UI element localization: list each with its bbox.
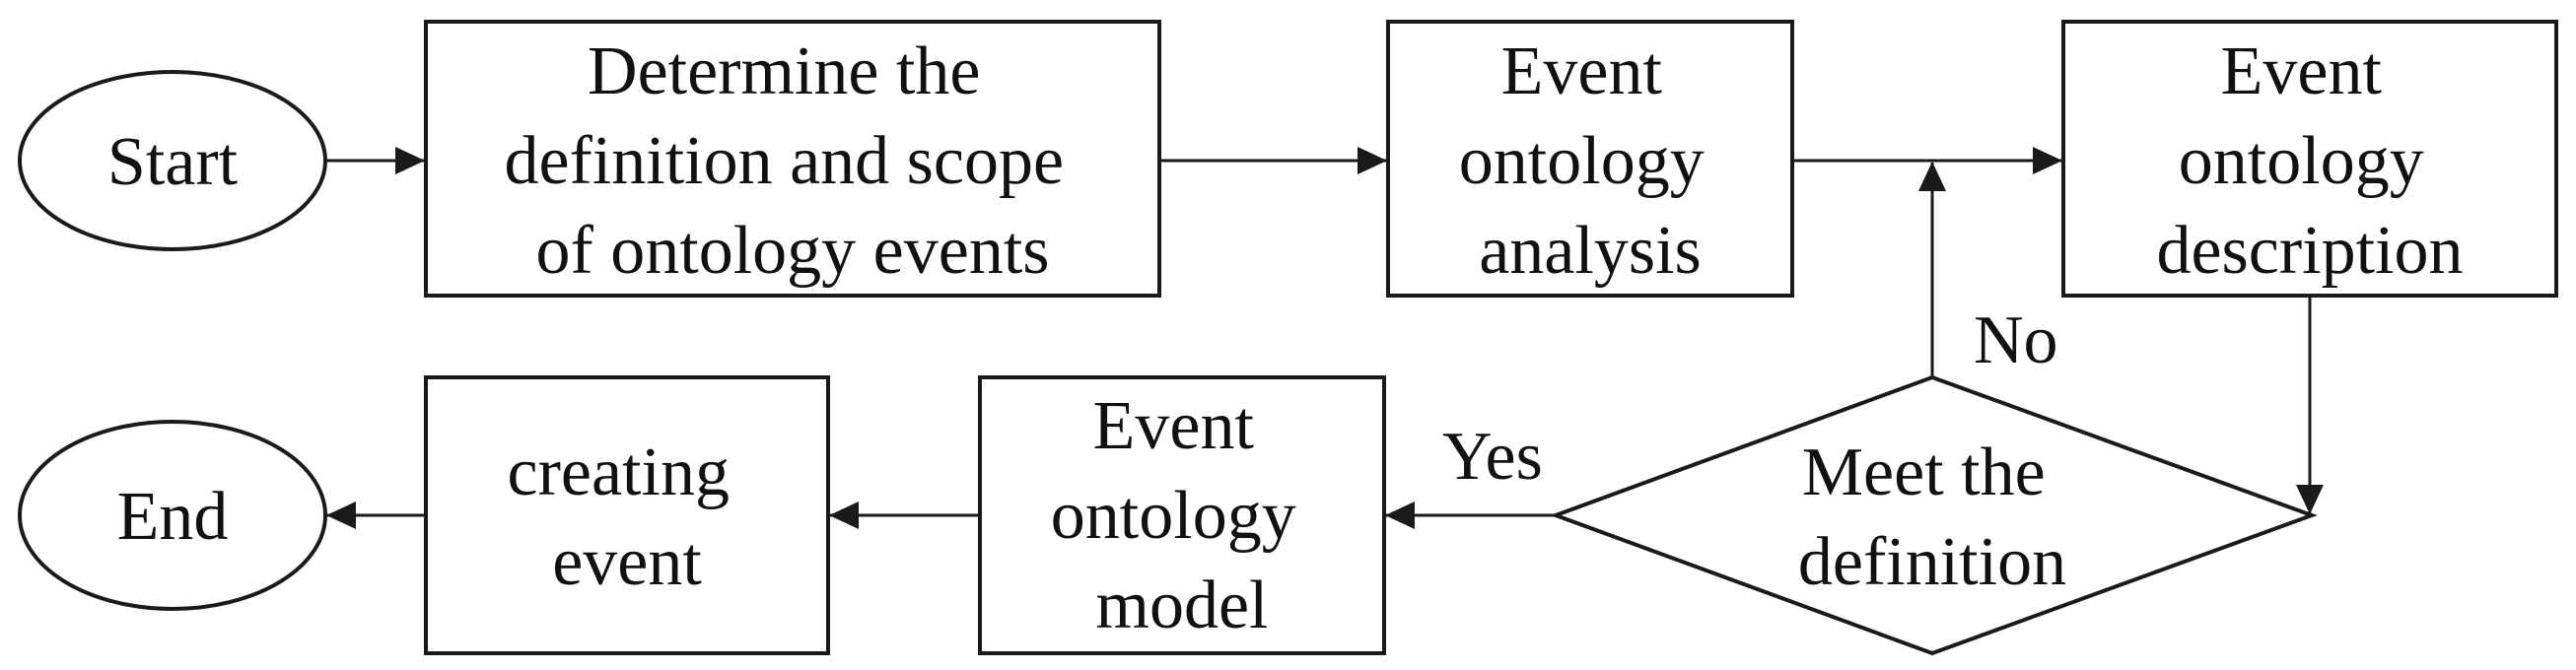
decision-label: Meet the definition [1798,435,2066,600]
end-line-1: End [117,479,229,555]
creating-node [424,375,830,655]
determine-line-1: Determine the [588,34,980,109]
determine-node [424,20,1161,298]
start-label: Start [107,124,239,200]
description-label: Event ontology description [2156,34,2463,289]
decision-line-2: definition [1798,524,2066,600]
start-line-1: Start [107,124,239,200]
end-label: End [117,479,229,555]
determine-line-3: of ontology events [535,213,1049,289]
description-node [2061,20,2558,298]
start-node [18,70,327,251]
analysis-line-3: analysis [1479,213,1702,289]
model-node [978,375,1386,655]
analysis-line-2: ontology [1459,123,1705,199]
model-line-2: ontology [1051,478,1296,554]
end-node [18,420,327,611]
analysis-label: Event ontology analysis [1459,34,1721,289]
creating-line-1: creating [508,435,730,510]
description-line-2: ontology [2179,123,2424,199]
creating-label: creating event [508,435,747,600]
model-line-3: model [1096,568,1269,643]
edge-label-yes: Yes [1442,419,1543,495]
decision-line-1: Meet the [1802,435,2046,510]
model-line-1: Event [1093,388,1255,464]
determine-line-2: definition and scope [504,123,1064,199]
analysis-line-1: Event [1501,34,1663,109]
description-line-1: Event [2221,34,2383,109]
description-line-3: description [2156,213,2463,289]
analysis-node [1386,20,1794,298]
model-label: Event ontology model [1051,388,1313,643]
creating-line-2: event [552,524,702,600]
determine-label: Determine the definition and scope of on… [504,34,1080,289]
edge-label-no: No [1974,302,2058,378]
decision-node [1550,374,2318,656]
